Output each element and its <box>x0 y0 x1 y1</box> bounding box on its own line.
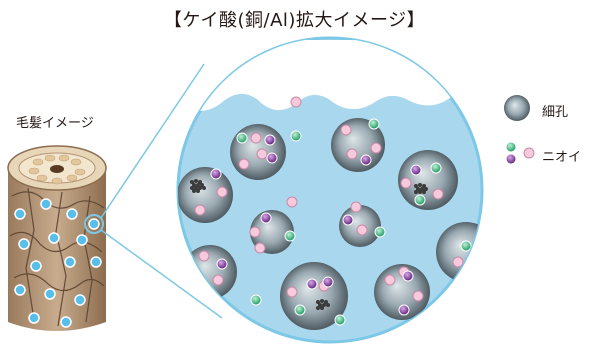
legend-pore-label: 細孔 <box>542 105 569 120</box>
odor-molecules <box>194 96 472 326</box>
legend-pore-icon <box>504 95 530 121</box>
trapped-odor-clusters <box>190 179 428 310</box>
zoom-lines <box>100 63 223 319</box>
magnified-view <box>176 36 484 344</box>
legend <box>504 95 535 165</box>
page-title: 【ケイ酸(銅/Al)拡大イメージ】 <box>163 10 426 31</box>
legend-odor-icon <box>505 141 535 165</box>
legend-odor-label: ニオイ <box>542 150 582 165</box>
hair-image-label: 毛髪イメージ <box>16 116 94 131</box>
hair-cylinder <box>7 145 107 331</box>
